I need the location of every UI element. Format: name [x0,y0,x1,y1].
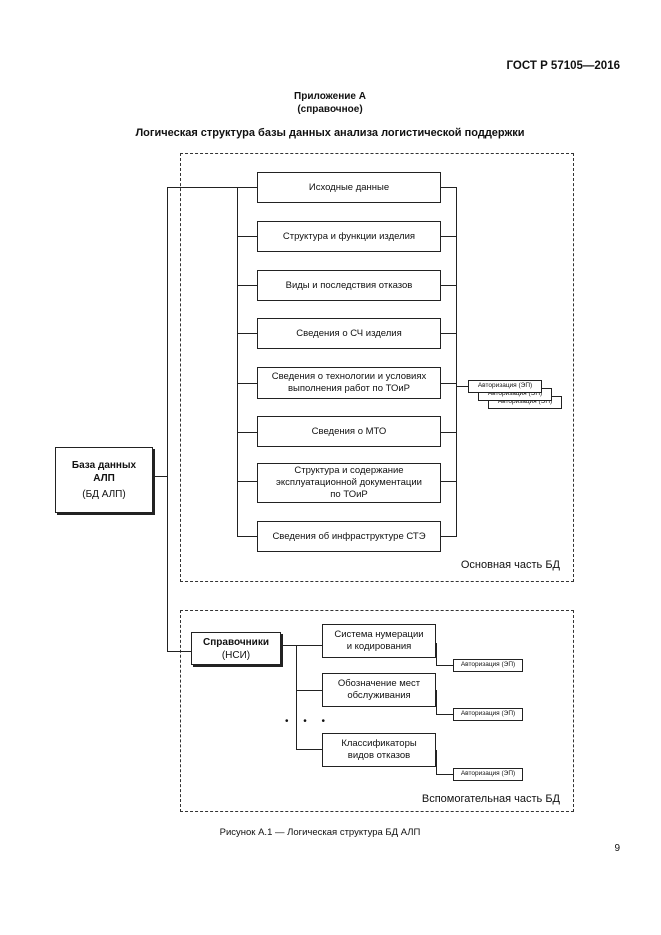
root-database-box: База данных АЛП (БД АЛП) [55,447,153,513]
main-item-box: Сведения об инфраструктуре СТЭ [257,521,441,552]
aux-item-box: Классификаторы видов отказов [322,733,436,767]
appendix-title: Приложение А [294,91,366,102]
reference-books-box: Справочники (НСИ) [191,632,281,665]
main-part-label: Основная часть БД [460,559,560,571]
main-part-frame [180,153,574,582]
auth-box-front: Авторизация (ЭП) [468,380,542,393]
aux-part-frame [180,610,574,812]
main-item-label: Структура и функции изделия [282,230,416,242]
main-item-label: Сведения о МТО [311,425,387,437]
main-item-box: Сведения о технологии и условиях выполне… [257,367,441,399]
aux-item-label: Классификаторы видов отказов [341,738,417,761]
main-item-label: Виды и последствия отказов [285,279,413,291]
root-connector-vertical [167,187,168,651]
aux-part-label: Вспомогательная часть БД [421,793,560,805]
ellipsis: • • • [285,716,332,727]
main-item-box: Исходные данные [257,172,441,203]
aux-item-label: Обозначение мест обслуживания [337,678,421,701]
aux-hub-connector [281,645,296,646]
root-connector-stub [153,476,168,477]
main-item-label: Сведения об инфраструктуре СТЭ [272,530,426,542]
main-item-label: Сведения о технологии и условиях выполне… [271,371,427,394]
root-connector-bottom [167,651,191,652]
root-connector-top [167,187,257,188]
aux-auth-box: Авторизация (ЭП) [453,659,523,672]
hub-line1: Справочники [203,636,269,648]
aux-auth-box: Авторизация (ЭП) [453,768,523,781]
root-line1: База данных [71,460,137,471]
hub-line2: (НСИ) [221,649,251,661]
aux-bus [296,645,297,749]
appendix-subtitle: (справочное) [297,104,363,115]
aux-auth-box: Авторизация (ЭП) [453,708,523,721]
main-item-box: Сведения о МТО [257,416,441,447]
aux-item-label: Система нумерации и кодирования [334,629,424,652]
auth-connector [456,386,468,387]
main-item-label: Исходные данные [308,181,390,193]
main-item-box: Структура и функции изделия [257,221,441,252]
main-item-label: Сведения о СЧ изделия [296,327,402,339]
main-item-label: Структура и содержание эксплуатационной … [276,465,422,500]
root-line3: (БД АЛП) [82,489,126,500]
aux-item-box: Система нумерации и кодирования [322,624,436,658]
main-right-bus [456,187,457,537]
figure-caption: Рисунок А.1 — Логическая структура БД АЛ… [219,827,421,838]
figure-title: Логическая структура базы данных анализа… [135,127,525,139]
page-number: 9 [614,843,620,854]
root-line2: АЛП [93,473,115,484]
main-item-box: Сведения о СЧ изделия [257,318,441,349]
main-left-bus [237,187,238,537]
standard-number: ГОСТ Р 57105—2016 [506,60,620,72]
main-item-box: Виды и последствия отказов [257,270,441,301]
main-item-box: Структура и содержание эксплуатационной … [257,463,441,503]
aux-item-box: Обозначение мест обслуживания [322,673,436,707]
